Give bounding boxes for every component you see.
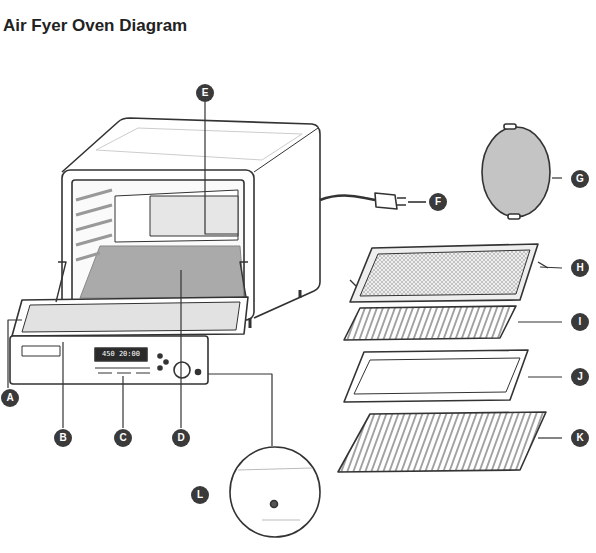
callout-letter: G xyxy=(571,170,589,188)
callout-letter: K xyxy=(571,429,589,447)
display-readout: 450 20:00 xyxy=(102,350,140,359)
callout-letter: B xyxy=(54,429,72,447)
callout-letter: L xyxy=(191,486,209,504)
callout-letter: J xyxy=(571,368,589,386)
callout-letter: C xyxy=(114,429,132,447)
callout-letter: H xyxy=(571,259,589,277)
callout-letter: I xyxy=(571,313,589,331)
callout-letter: E xyxy=(196,84,214,102)
callout-letter: A xyxy=(1,389,19,407)
callout-letter: D xyxy=(172,429,190,447)
diagram-title: Air Fyer Oven Diagram xyxy=(3,16,187,36)
callout-letter: F xyxy=(429,193,447,211)
